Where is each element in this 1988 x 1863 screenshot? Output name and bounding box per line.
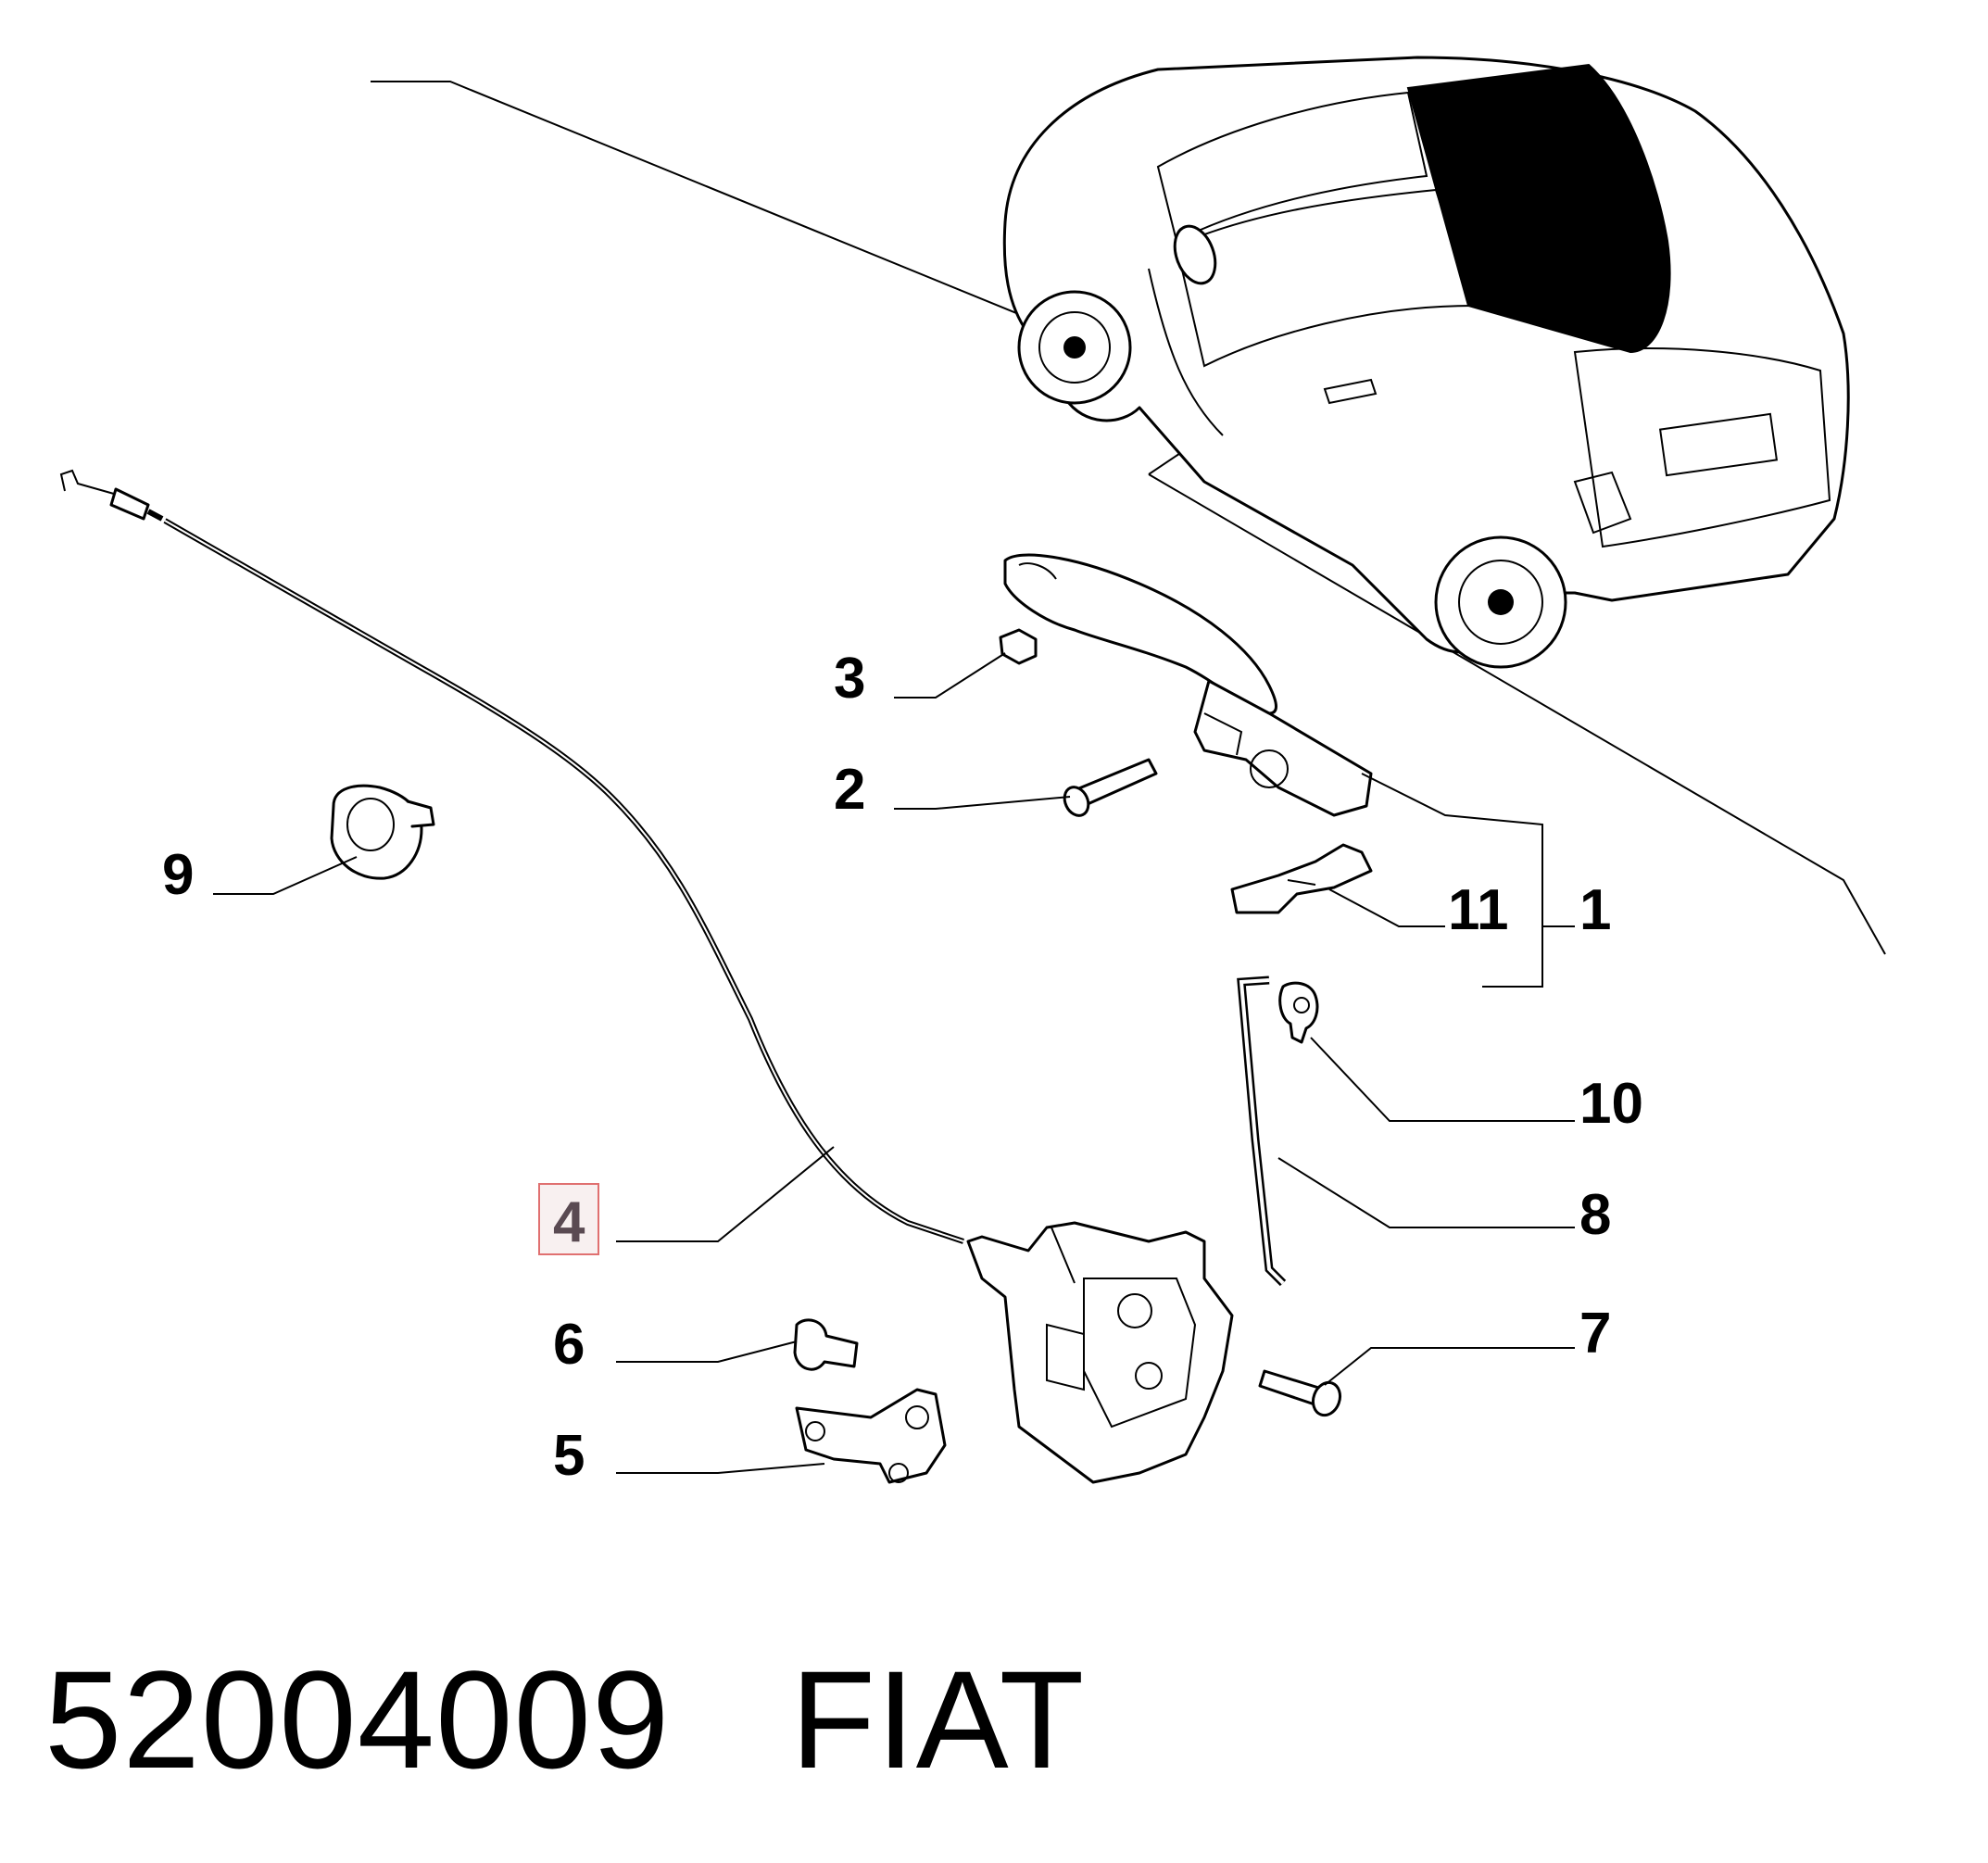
callout-10: 10 (1579, 1072, 1643, 1136)
callout-8: 8 (1579, 1183, 1611, 1247)
leader-lines (213, 652, 1575, 1474)
callout-5: 5 (553, 1424, 585, 1488)
part-1-door-handle (1003, 553, 1373, 817)
part-11-bracket (1230, 843, 1373, 914)
part-4-door-lock (966, 1221, 1234, 1484)
callout-9: 9 (162, 843, 194, 907)
footer-caption: 52004009 FIAT (44, 1640, 1085, 1800)
brand-name: FIAT (790, 1642, 1086, 1797)
callout-4-highlight (538, 1183, 599, 1255)
part-2-screw (1063, 758, 1158, 817)
callout-4: 4 (553, 1190, 585, 1254)
part-4-cable (59, 469, 964, 1244)
part-number: 52004009 (44, 1642, 671, 1797)
part-8-rod (1237, 976, 1287, 1287)
callout-3: 3 (834, 647, 865, 711)
callout-labels: 3 2 9 11 1 10 8 7 4 6 5 (162, 647, 1643, 1488)
part-7-screw (1258, 1369, 1342, 1417)
part-3-nut (999, 628, 1038, 665)
car-illustration (1002, 56, 1850, 669)
callout-7: 7 (1579, 1302, 1611, 1366)
callout-11: 11 (1448, 878, 1509, 942)
callout-6: 6 (553, 1313, 585, 1377)
part-6-screw (793, 1318, 859, 1371)
part-9-plug (330, 784, 435, 880)
callout-1: 1 (1579, 878, 1611, 942)
part-10-clip (1278, 981, 1319, 1044)
part-5-striker (795, 1388, 947, 1484)
callout-2: 2 (834, 758, 865, 822)
